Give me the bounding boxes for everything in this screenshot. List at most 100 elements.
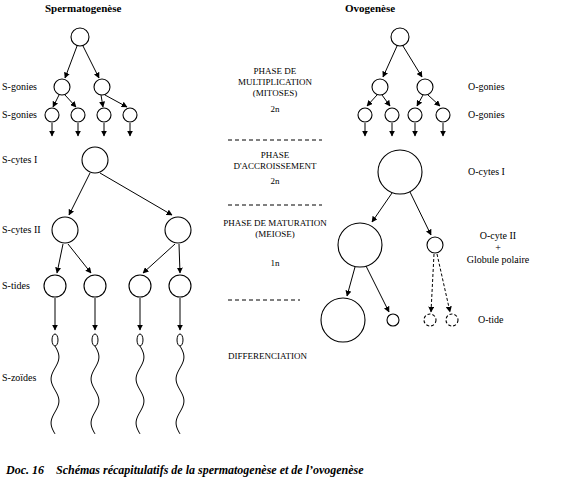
arrow (428, 95, 440, 106)
arrow (417, 95, 423, 106)
phase-label: 2n (220, 104, 330, 115)
arrow (410, 192, 431, 235)
arrows (52, 46, 450, 330)
sperm-head (92, 334, 98, 346)
arrow (403, 46, 422, 77)
cell (372, 79, 388, 95)
cell (123, 108, 137, 122)
cell (44, 275, 66, 297)
cell (391, 28, 409, 46)
column-heading: Spermatogenèse (45, 2, 121, 14)
arrow (100, 173, 172, 215)
arrow (367, 95, 377, 106)
arrow (347, 267, 355, 296)
arrow (392, 123, 393, 136)
cell-label: O-cytes I (468, 166, 505, 178)
arrow (415, 123, 416, 136)
arrow (57, 244, 63, 273)
cell-label: O-gonies (468, 81, 505, 93)
cell (417, 79, 433, 95)
arrow (140, 298, 141, 330)
cell (165, 217, 191, 243)
sperm-head (177, 334, 183, 346)
cell (436, 108, 450, 122)
cell (54, 79, 70, 95)
column-heading: Ovogenèse (345, 2, 395, 14)
caption: Doc. 16 Schémas récapitulatifs de la spe… (6, 463, 364, 478)
phase-label: 2n (220, 176, 330, 187)
arrow (437, 254, 450, 312)
arrow (69, 173, 90, 215)
spermatozoa (51, 334, 184, 434)
cell (385, 108, 399, 122)
cell-label: S-cytes I (2, 154, 37, 166)
cell-label: S-cytes II (2, 224, 41, 236)
cell (169, 275, 191, 297)
arrow (55, 298, 56, 330)
arrow (443, 123, 444, 136)
phase-label: PHASE DE MULTIPLICATION (MITOSES) (220, 66, 330, 99)
arrow (130, 123, 131, 136)
cell (129, 275, 151, 297)
arrow (179, 244, 180, 273)
arrow (104, 123, 105, 136)
arrow (83, 46, 99, 78)
sperm-tail (51, 346, 59, 434)
cell (45, 108, 59, 122)
cell (387, 314, 399, 326)
phase-label: 1n (220, 258, 330, 269)
arrow (52, 123, 53, 136)
sperm-head (137, 334, 143, 346)
cell (424, 314, 436, 326)
sperm-tail (176, 346, 184, 434)
arrow (383, 46, 397, 77)
arrow (143, 244, 175, 273)
separator (228, 205, 322, 206)
cell-label: S-gonies (2, 109, 37, 121)
arrow (366, 266, 389, 312)
cell (52, 217, 78, 243)
arrow (180, 298, 181, 330)
cell-label: O-gonies (468, 109, 505, 121)
cell-label: O-cyte II (462, 230, 534, 242)
cell (84, 275, 106, 297)
arrow (372, 193, 392, 222)
cells (44, 28, 458, 342)
arrow (365, 123, 366, 136)
cell-label: Globule polaire (458, 254, 538, 266)
cell-label: S-tides (2, 280, 30, 292)
cell-label: O-tide (478, 314, 504, 326)
arrow (95, 298, 96, 330)
arrow (65, 46, 77, 78)
phase-label: PHASE DE MATURATION (MEIOSE) (220, 218, 330, 240)
arrow (53, 95, 59, 107)
cell (94, 79, 110, 95)
arrow (431, 254, 434, 312)
separator (228, 140, 322, 141)
cell (378, 150, 422, 194)
cell (358, 108, 372, 122)
arrow (382, 95, 390, 106)
cell-label: S-zoïdes (2, 372, 36, 384)
cell (338, 223, 382, 267)
cell-label: S-gonies (2, 81, 37, 93)
cell-label: + (462, 242, 534, 254)
cell (321, 298, 365, 342)
arrow (101, 95, 103, 107)
arrow (65, 95, 76, 107)
sperm-tail (136, 346, 144, 434)
cell (71, 108, 85, 122)
arrow (105, 95, 127, 107)
phase-label: PHASE D'ACCROISSEMENT (220, 150, 330, 172)
arrow (78, 123, 79, 136)
sperm-tail (91, 346, 99, 434)
cell (446, 314, 458, 326)
cell (97, 108, 111, 122)
cell (427, 237, 443, 253)
phase-label: DIFFERENCIATION (228, 350, 307, 362)
cell (71, 28, 89, 46)
sperm-head (52, 334, 58, 346)
arrow (68, 244, 91, 273)
cell (82, 147, 108, 173)
